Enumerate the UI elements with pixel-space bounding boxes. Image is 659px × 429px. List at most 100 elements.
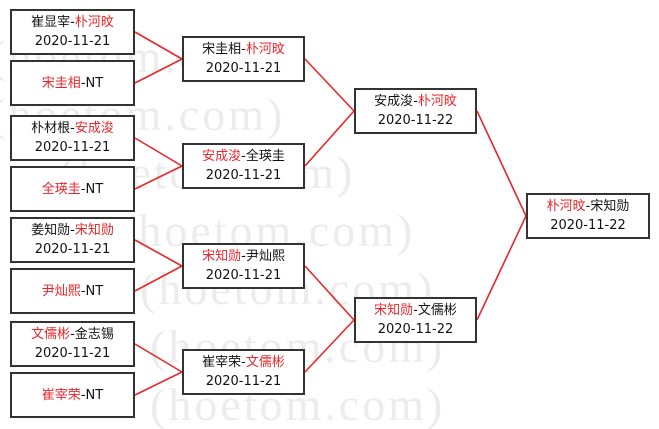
- player-name: 宋知勋: [374, 303, 414, 318]
- match-date: 2020-11-22: [377, 322, 454, 337]
- match-separator: -: [413, 303, 418, 318]
- match-separator: -: [80, 75, 86, 91]
- match-separator: -: [241, 42, 246, 57]
- player-name: 安成浚: [74, 121, 114, 136]
- round1-match-box[interactable]: 尹灿熙-NT: [10, 268, 135, 314]
- match-separator: -: [585, 199, 591, 214]
- player-name: 宋圭相: [41, 75, 81, 91]
- match-date: 2020-11-22: [550, 218, 626, 233]
- match-date: 2020-11-22: [377, 113, 454, 128]
- bracket-connector: [304, 319, 355, 373]
- player-name: 文儒彬: [31, 327, 71, 342]
- match-date: 2020-11-21: [205, 268, 282, 283]
- match-players: 崔宰荣-文儒彬: [202, 353, 285, 372]
- bracket-connector: [304, 58, 355, 112]
- match-players: 朴河旼-宋知勋: [547, 197, 630, 216]
- round1-match-box[interactable]: 宋圭相-NT: [10, 60, 135, 106]
- player-name: 全瑛圭: [245, 149, 285, 164]
- match-players: 朴材根-安成浚: [31, 119, 114, 138]
- round2-match-box[interactable]: 安成浚-全瑛圭 2020-11-21: [182, 143, 305, 189]
- player-name: NT: [85, 387, 104, 403]
- match-players: 安成浚-全瑛圭: [202, 147, 285, 166]
- match-date: 2020-11-21: [34, 346, 111, 361]
- player-name: NT: [85, 181, 104, 197]
- player-name: NT: [85, 283, 104, 299]
- match-separator: -: [80, 181, 86, 197]
- round1-match-box[interactable]: 崔宰荣-NT: [10, 372, 135, 418]
- player-name: 朴河旼: [546, 199, 586, 214]
- match-players: 安成浚-朴河旼: [374, 92, 457, 111]
- player-name: 宋知勋: [590, 199, 630, 214]
- player-name: 金志锡: [74, 327, 114, 342]
- bracket-connector: [134, 265, 183, 292]
- match-date: 2020-11-21: [205, 61, 282, 76]
- player-name: 宋知勋: [74, 223, 114, 238]
- match-separator: -: [70, 121, 75, 136]
- player-name: 宋知勋: [202, 249, 242, 264]
- match-date: 2020-11-21: [34, 242, 111, 257]
- match-date: 2020-11-21: [205, 168, 282, 183]
- round2-match-box[interactable]: 宋圭相-朴河旼 2020-11-21: [182, 36, 305, 82]
- player-name: 朴河旼: [245, 42, 285, 57]
- player-name: 崔宰荣: [202, 355, 242, 370]
- player-name: 安成浚: [202, 149, 242, 164]
- player-name: 宋圭相: [202, 42, 242, 57]
- player-name: 朴河旼: [74, 15, 114, 30]
- player-name: NT: [85, 75, 104, 91]
- match-players: 宋知勋-尹灿熙: [202, 247, 285, 266]
- player-name: 尹灿熙: [245, 249, 285, 264]
- player-name: 姜知勋: [31, 223, 71, 238]
- match-players: 崔显宰-朴河旼: [31, 13, 114, 32]
- round3-match-box[interactable]: 安成浚-朴河旼 2020-11-22: [354, 88, 477, 134]
- round1-match-box[interactable]: 姜知勋-宋知勋 2020-11-21: [10, 217, 135, 263]
- match-separator: -: [241, 355, 246, 370]
- round1-match-box[interactable]: 朴材根-安成浚 2020-11-21: [10, 115, 135, 161]
- round3-match-box[interactable]: 宋知勋-文儒彬 2020-11-22: [354, 297, 477, 343]
- match-separator: -: [70, 327, 75, 342]
- match-players: 姜知勋-宋知勋: [31, 221, 114, 240]
- bracket-connector: [304, 110, 355, 167]
- match-players: 宋知勋-文儒彬: [374, 301, 457, 320]
- bracket-connector: [134, 371, 183, 396]
- bracket-connector: [134, 165, 183, 190]
- player-name: 全瑛圭: [41, 181, 81, 197]
- round1-match-box[interactable]: 崔显宰-朴河旼 2020-11-21: [10, 9, 135, 55]
- match-players: 全瑛圭-NT: [42, 180, 103, 199]
- player-name: 文儒彬: [417, 303, 457, 318]
- round2-match-box[interactable]: 崔宰荣-文儒彬 2020-11-21: [182, 349, 305, 395]
- round1-match-box[interactable]: 文儒彬-金志锡 2020-11-21: [10, 321, 135, 367]
- bracket-connector: [304, 265, 355, 321]
- player-name: 朴材根: [31, 121, 71, 136]
- bracket-connector: [134, 343, 183, 373]
- match-players: 文儒彬-金志锡: [31, 325, 114, 344]
- match-separator: -: [80, 387, 86, 403]
- match-players: 尹灿熙-NT: [42, 282, 103, 301]
- match-date: 2020-11-21: [205, 374, 282, 389]
- match-players: 宋圭相-NT: [42, 74, 103, 93]
- match-players: 崔宰荣-NT: [42, 386, 103, 405]
- match-date: 2020-11-21: [34, 34, 111, 49]
- player-name: 崔显宰: [31, 15, 71, 30]
- bracket-connector: [134, 31, 183, 60]
- player-name: 朴河旼: [417, 94, 457, 109]
- bracket-connector: [476, 215, 527, 321]
- round1-match-box[interactable]: 全瑛圭-NT: [10, 166, 135, 212]
- match-separator: -: [80, 283, 86, 299]
- player-name: 尹灿熙: [41, 283, 81, 299]
- match-players: 宋圭相-朴河旼: [202, 40, 285, 59]
- bracket-connector: [134, 239, 183, 267]
- match-separator: -: [241, 149, 246, 164]
- match-date: 2020-11-21: [34, 140, 111, 155]
- match-separator: -: [70, 223, 75, 238]
- bracket-connector: [134, 137, 183, 167]
- player-name: 崔宰荣: [41, 387, 81, 403]
- bracket-connector: [476, 110, 527, 217]
- match-separator: -: [413, 94, 418, 109]
- final-match-box[interactable]: 朴河旼-宋知勋 2020-11-22: [526, 193, 650, 239]
- player-name: 安成浚: [374, 94, 414, 109]
- round2-match-box[interactable]: 宋知勋-尹灿熙 2020-11-21: [182, 243, 305, 289]
- match-separator: -: [70, 15, 75, 30]
- player-name: 文儒彬: [245, 355, 285, 370]
